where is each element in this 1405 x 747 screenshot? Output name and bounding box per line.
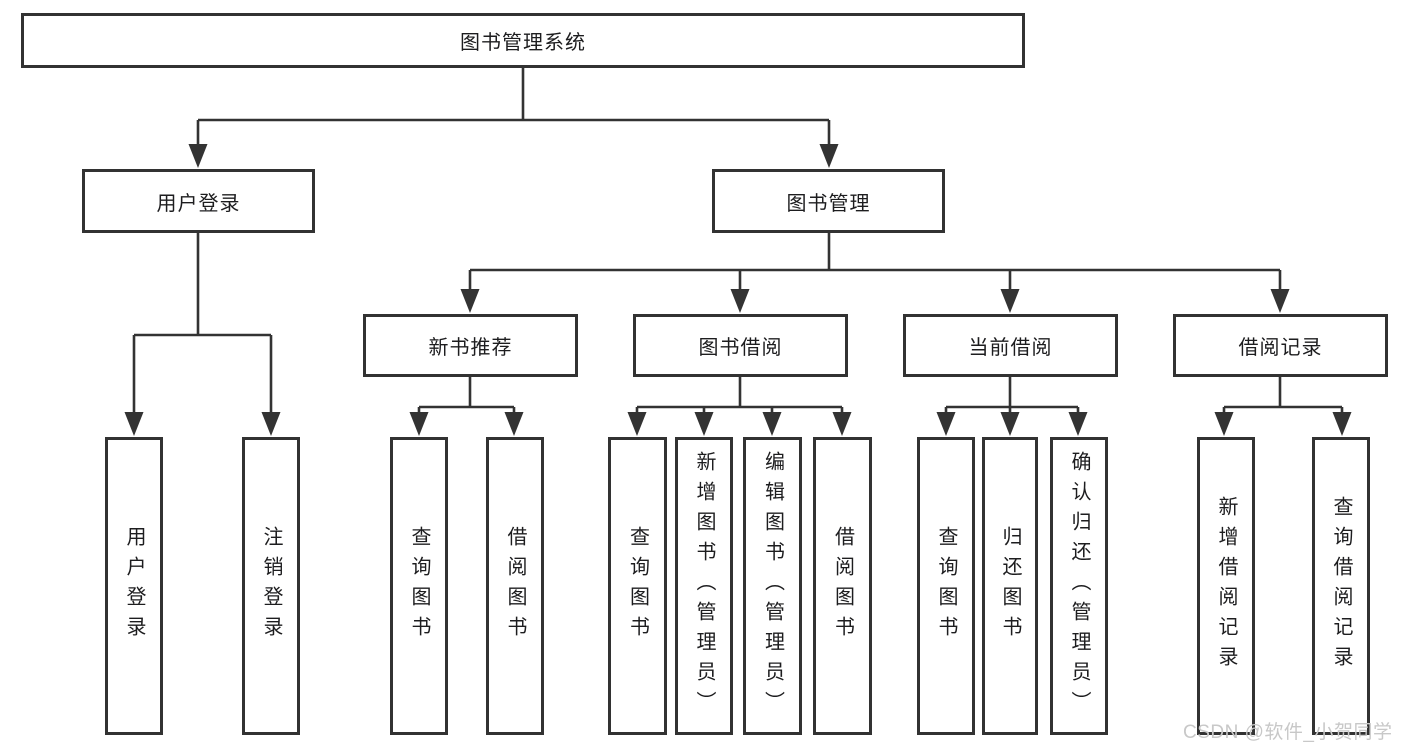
node-current-borrow: 当前借阅 — [903, 314, 1118, 377]
watermark: CSDN @软件_小贺同学 — [1183, 722, 1393, 743]
node-library-system: 图书管理系统 — [21, 13, 1025, 68]
leaf-borrow-books: 借阅图书 — [813, 437, 872, 735]
node-label: 新书推荐 — [428, 337, 513, 359]
leaf-borrow-books-recommend: 借阅图书 — [486, 437, 544, 735]
node-label: 借阅图书 — [831, 526, 854, 646]
leaf-logout: 注销登录 — [242, 437, 300, 735]
node-label: 借阅图书 — [504, 526, 526, 646]
node-label: 用户登录 — [156, 192, 241, 215]
node-label: 确认归还（管理员） — [1068, 451, 1090, 721]
node-label: 图书借阅 — [698, 337, 783, 359]
leaf-query-books-recommend: 查询图书 — [390, 437, 448, 735]
leaf-query-books-current: 查询图书 — [917, 437, 975, 735]
leaf-user-login: 用户登录 — [105, 437, 163, 735]
node-book-management: 图书管理 — [712, 169, 945, 233]
node-borrow-records: 借阅记录 — [1173, 314, 1388, 377]
node-label: 归还图书 — [999, 526, 1021, 646]
node-label: 查询图书 — [935, 526, 957, 646]
node-label: 用户登录 — [123, 526, 145, 646]
leaf-return-books: 归还图书 — [982, 437, 1038, 735]
leaf-query-borrow-record: 查询借阅记录 — [1312, 437, 1370, 735]
node-user-login: 用户登录 — [82, 169, 315, 233]
leaf-add-borrow-record: 新增借阅记录 — [1197, 437, 1255, 735]
node-label: 查询图书 — [408, 526, 430, 646]
node-label: 新增图书（管理员） — [693, 451, 715, 721]
node-label: 借阅记录 — [1238, 337, 1323, 359]
leaf-edit-books-admin: 编辑图书（管理员） — [743, 437, 802, 735]
node-label: 图书管理 — [786, 192, 871, 215]
node-label: 注销登录 — [260, 526, 282, 646]
node-label: 当前借阅 — [968, 337, 1053, 359]
node-label: 查询图书 — [626, 526, 649, 646]
node-label: 编辑图书（管理员） — [761, 451, 784, 721]
node-label: 图书管理系统 — [460, 32, 586, 54]
node-label: 查询借阅记录 — [1330, 496, 1352, 676]
leaf-add-books-admin: 新增图书（管理员） — [675, 437, 733, 735]
node-book-borrow: 图书借阅 — [633, 314, 848, 377]
leaf-confirm-return-admin: 确认归还（管理员） — [1050, 437, 1108, 735]
node-label: 新增借阅记录 — [1215, 496, 1237, 676]
leaf-query-books-borrow: 查询图书 — [608, 437, 667, 735]
node-new-book-recommend: 新书推荐 — [363, 314, 578, 377]
